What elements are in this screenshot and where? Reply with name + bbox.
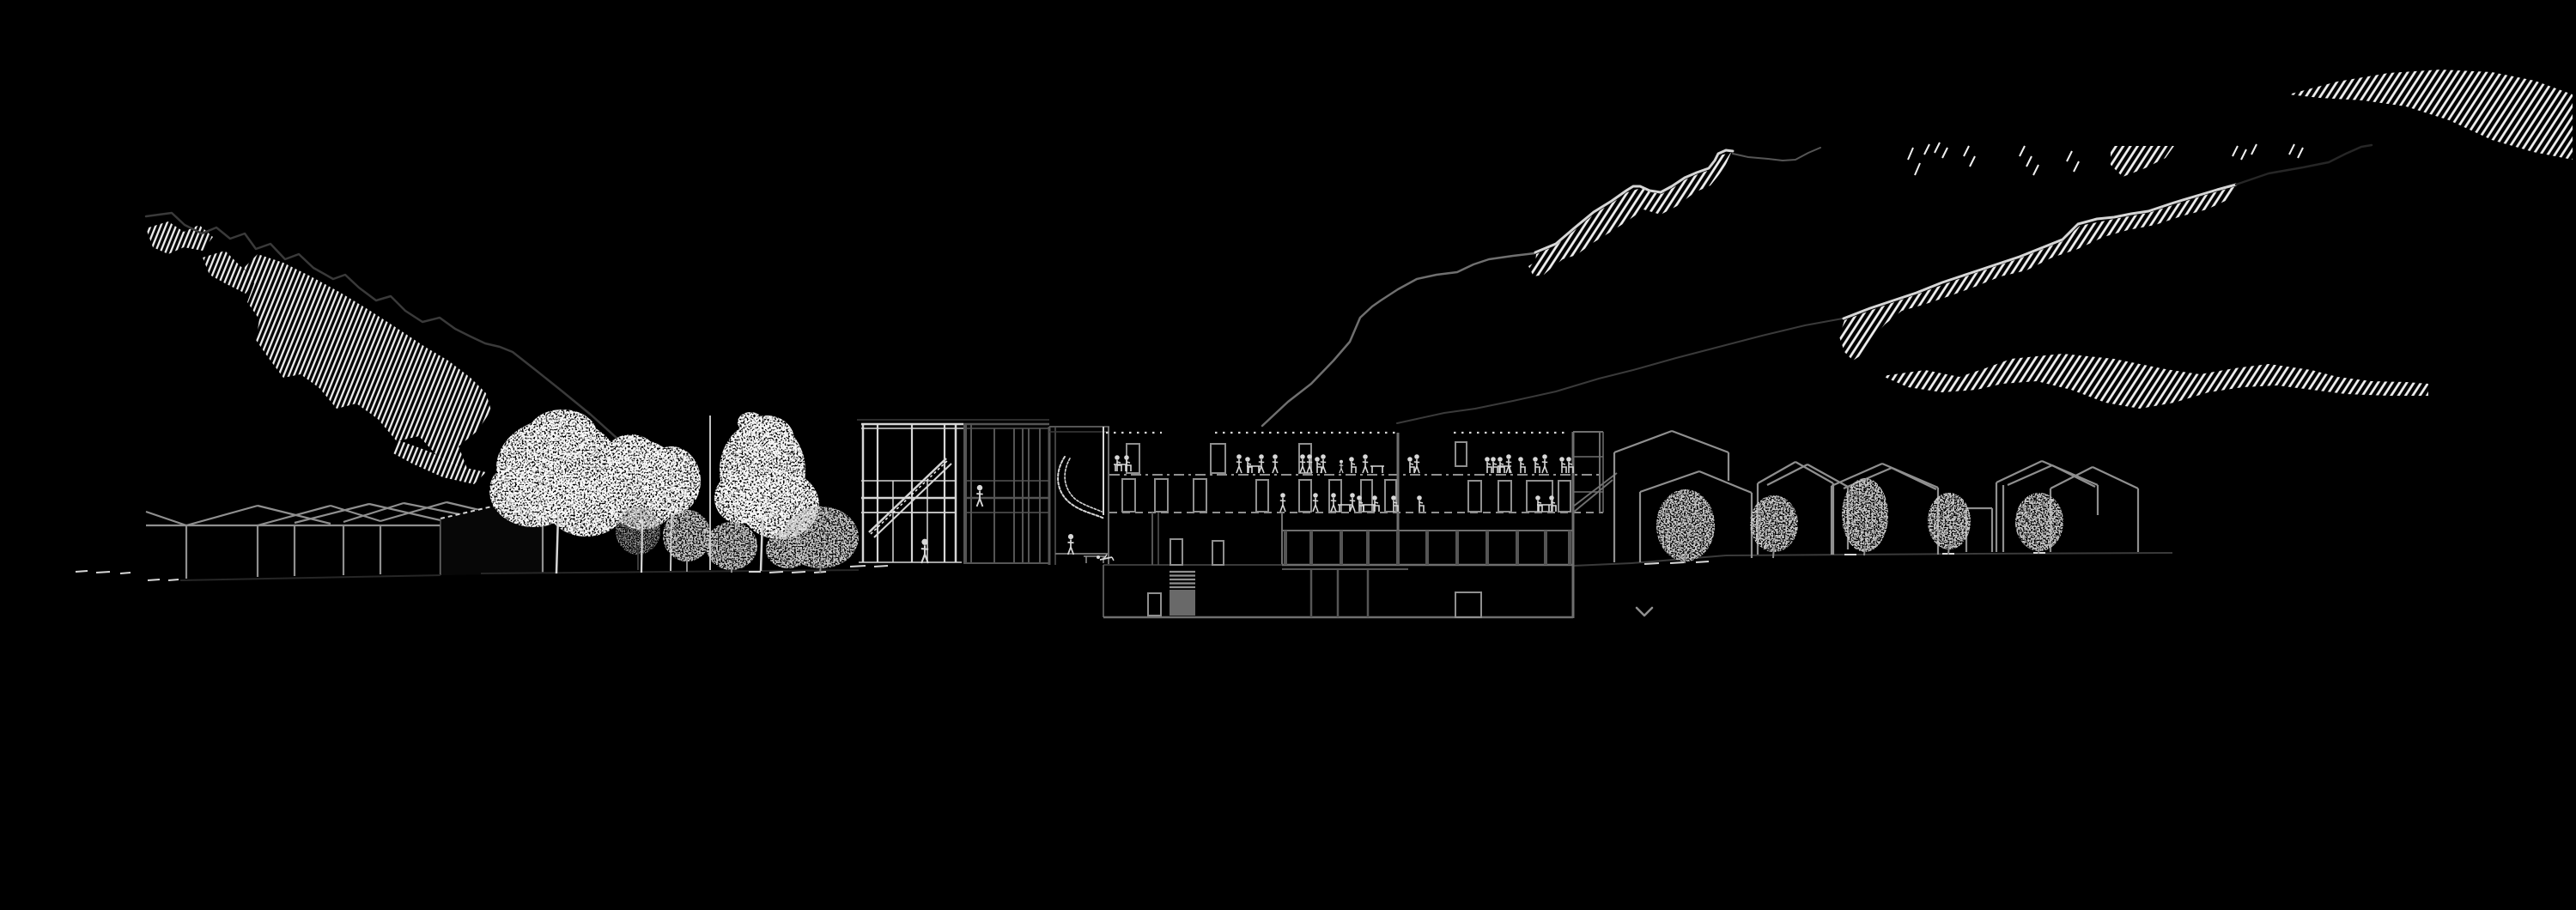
left-mountain-ridge [144, 211, 656, 484]
chevron-down-icon[interactable] [1635, 606, 1654, 617]
scene-root [75, 70, 2573, 619]
tree-cluster-left [489, 410, 859, 574]
glass-atrium-stair-tower [857, 419, 1049, 564]
hall-with-slide [1048, 426, 1115, 565]
trees-right [1656, 478, 2063, 564]
right-mountain-ridges [1261, 70, 2573, 428]
building-section [1103, 431, 1618, 619]
